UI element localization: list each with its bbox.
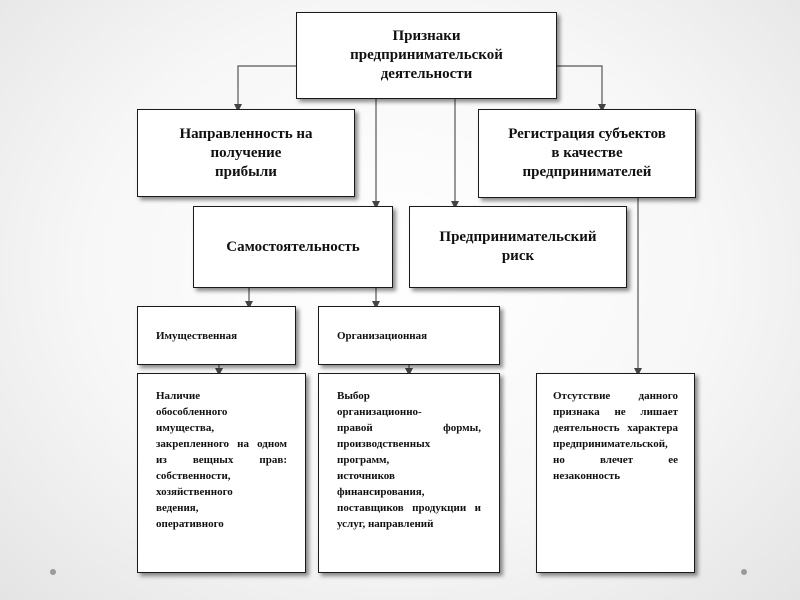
registration-label: Регистрация субъектов в качестве предпри… xyxy=(508,126,666,180)
organizational-label: Организационная xyxy=(337,329,428,342)
organizational-box: Организационная xyxy=(318,306,500,365)
independence-box: Самостоятельность xyxy=(193,206,393,288)
registration-desc-text: Отсутствие данного признака не лишает де… xyxy=(553,390,678,482)
property-desc-text: Наличие обособленного имущества, закрепл… xyxy=(156,390,287,530)
registration-box: Регистрация субъектов в качестве предпри… xyxy=(478,109,696,198)
root-label: Признаки предпринимательской деятельност… xyxy=(350,28,503,82)
profit-label: Направленность на получение прибыли xyxy=(179,125,313,180)
property-box: Имущественная xyxy=(137,306,296,365)
profit-box: Направленность на получение прибыли xyxy=(137,109,355,197)
slide-dot-left xyxy=(50,569,56,575)
property-desc-box: Наличие обособленного имущества, закрепл… xyxy=(137,373,306,573)
org-desc-text: Выбор организационно- правой формы, прои… xyxy=(337,390,481,530)
slide-dot-right xyxy=(741,569,747,575)
line-root-to-profit xyxy=(234,65,296,112)
root-box: Признаки предпринимательской деятельност… xyxy=(296,12,557,99)
risk-box: Предпринимательский риск xyxy=(409,206,627,288)
independence-label: Самостоятельность xyxy=(226,238,360,255)
registration-desc-box: Отсутствие данного признака не лишает де… xyxy=(536,373,695,573)
org-desc-box: Выбор организационно- правой формы, прои… xyxy=(318,373,500,573)
property-label: Имущественная xyxy=(156,329,238,342)
line-root-to-registration xyxy=(557,65,606,112)
risk-label: Предпринимательский риск xyxy=(439,229,597,264)
